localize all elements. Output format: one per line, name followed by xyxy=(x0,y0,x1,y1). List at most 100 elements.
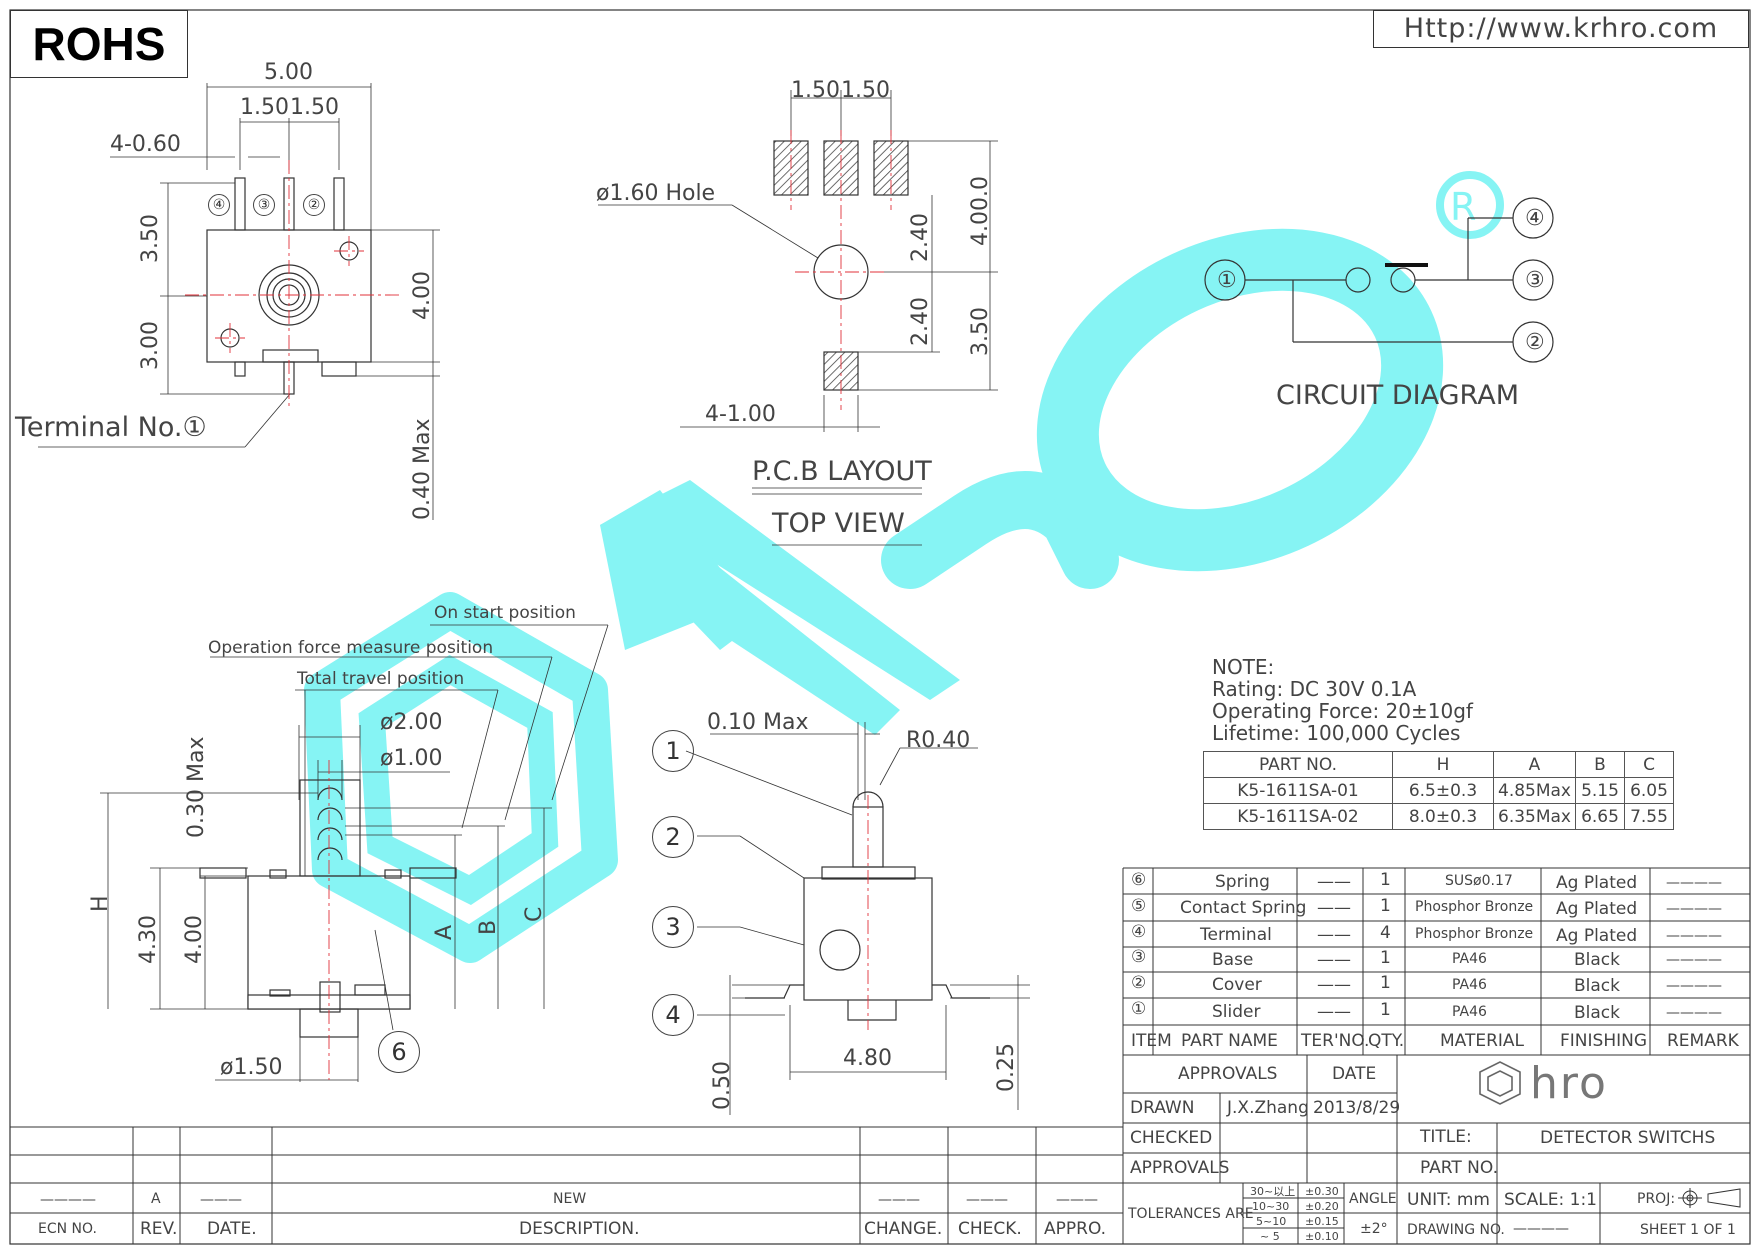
top-view-geometry xyxy=(38,83,440,520)
bom-qty: 4 xyxy=(1380,923,1391,943)
bom-finishing: Black xyxy=(1574,976,1620,996)
dim-max-010: 0.10 Max xyxy=(707,710,809,735)
tol-range: ~ 5 xyxy=(1260,1230,1280,1243)
bom-ter: —— xyxy=(1317,872,1351,892)
bom-finishing: Ag Plated xyxy=(1556,873,1638,893)
dim-d150: ø1.50 xyxy=(220,1055,283,1080)
pcb-dim-upper: 2.40 xyxy=(908,213,933,262)
tol-range: 10~30 xyxy=(1252,1200,1290,1213)
rev-appro-value: ——— xyxy=(1056,1192,1098,1208)
sheet-border xyxy=(9,9,1751,1245)
side-view-geometry xyxy=(100,624,609,1082)
dim-h050: 0.50 xyxy=(710,1061,735,1110)
sheet-label: SHEET 1 OF 1 xyxy=(1640,1222,1736,1238)
callout-1: 1 xyxy=(652,730,694,772)
bom-remark: ———— xyxy=(1666,875,1722,891)
callout-3: 3 xyxy=(652,906,694,948)
pcb-pitch-left: 1.50 xyxy=(791,78,840,103)
rev-header-ecn: ECN NO. xyxy=(38,1221,97,1237)
drawn-label: DRAWN xyxy=(1130,1098,1195,1118)
rev-date-value: ——— xyxy=(200,1192,242,1208)
col-c: C xyxy=(1624,751,1674,778)
bom-name: Spring xyxy=(1215,872,1270,892)
bom-material: PA46 xyxy=(1452,951,1487,967)
cell-a: 6.35Max xyxy=(1493,803,1576,830)
rev-change-value: ——— xyxy=(878,1192,920,1208)
dim-c: C xyxy=(522,906,547,922)
table-grid xyxy=(10,867,1750,1244)
dim-b: B xyxy=(476,919,501,935)
rev-header-check: CHECK. xyxy=(958,1219,1022,1239)
website-url[interactable]: Http://www.krhro.com xyxy=(1373,10,1749,48)
tol-value: ±0.15 xyxy=(1305,1215,1339,1228)
bom-finishing: Black xyxy=(1574,1003,1620,1023)
date-head: DATE xyxy=(1332,1064,1377,1084)
checked-label: CHECKED xyxy=(1130,1128,1213,1148)
dim-w480: 4.80 xyxy=(843,1046,892,1071)
table-row: K5-1611SA-01 6.5±0.3 4.85Max 5.15 6.05 xyxy=(1203,777,1674,804)
dim-pitch-right: 1.50 xyxy=(290,95,339,120)
bom-item: ② xyxy=(1131,973,1147,993)
circuit-node-1: ① xyxy=(1217,268,1237,293)
bom-ter: —— xyxy=(1317,898,1351,918)
tol-value: ±0.20 xyxy=(1305,1200,1339,1213)
label-on-start: On start position xyxy=(434,603,576,623)
dim-height-bottom: 3.00 xyxy=(138,321,163,370)
bom-remark: ———— xyxy=(1666,978,1722,994)
proj-label: PROJ: xyxy=(1637,1191,1676,1207)
rev-header-rev: REV. xyxy=(140,1219,178,1239)
title-label: TITLE: xyxy=(1420,1127,1472,1147)
cell-part-no: K5-1611SA-01 xyxy=(1203,777,1393,804)
dim-r040: R0.40 xyxy=(906,728,971,753)
bom-header-ter-no: TER'NO. xyxy=(1301,1031,1370,1051)
watermark-logo: R xyxy=(304,171,1504,963)
bom-ter: —— xyxy=(1317,1002,1351,1022)
rev-rev-value: A xyxy=(151,1191,161,1207)
bom-name: Slider xyxy=(1212,1002,1261,1022)
bom-material: Phosphor Bronze xyxy=(1415,899,1534,915)
cell-h: 8.0±0.3 xyxy=(1392,803,1494,830)
dim-pitch-left: 1.50 xyxy=(240,95,289,120)
notes-heading: NOTE: xyxy=(1212,655,1275,679)
bom-name: Base xyxy=(1212,950,1254,970)
pcb-pad-width: 4-1.00 xyxy=(705,402,776,427)
bom-qty: 1 xyxy=(1380,948,1391,968)
pin-3-marker: ③ xyxy=(253,194,275,216)
notes-block: NOTE: Rating: DC 30V 0.1A Operating Forc… xyxy=(1212,656,1473,744)
note-rating: Rating: DC 30V 0.1A xyxy=(1212,677,1417,701)
cell-part-no: K5-1611SA-02 xyxy=(1203,803,1393,830)
col-a: A xyxy=(1493,751,1576,778)
callout-item-6: 6 xyxy=(378,1031,420,1073)
bom-material: PA46 xyxy=(1452,977,1487,993)
rev-header-change: CHANGE. xyxy=(864,1219,943,1239)
pcb-subtitle: TOP VIEW xyxy=(772,508,905,539)
dim-h430: 4.30 xyxy=(136,915,161,964)
dim-h: H xyxy=(88,895,113,912)
bom-finishing: Black xyxy=(1574,950,1620,970)
bom-header-material: MATERIAL xyxy=(1440,1031,1525,1051)
title-value: DETECTOR SWITCHS xyxy=(1540,1128,1716,1148)
scale-label: SCALE: 1:1 xyxy=(1504,1190,1597,1210)
pcb-dim-right-top: 4.00.0 xyxy=(968,176,993,246)
tolerances-label: TOLERANCES ARE xyxy=(1128,1206,1254,1222)
bom-header-remark: REMARK xyxy=(1667,1031,1739,1051)
rev-header-appro: APPRO. xyxy=(1044,1219,1107,1239)
part-no-label: PART NO. xyxy=(1420,1158,1498,1178)
circuit-node-2: ② xyxy=(1525,330,1545,355)
bom-material: Phosphor Bronze xyxy=(1415,926,1534,942)
rev-description-value: NEW xyxy=(553,1191,587,1207)
rev-header-date: DATE. xyxy=(207,1219,257,1239)
tol-value: ±0.30 xyxy=(1305,1185,1339,1198)
dim-a: A xyxy=(432,924,457,940)
bom-ter: —— xyxy=(1317,950,1351,970)
bom-qty: 1 xyxy=(1380,870,1391,890)
label-operation-force: Operation force measure position xyxy=(208,638,494,658)
tol-range: 30~以上 xyxy=(1250,1185,1296,1198)
bom-qty: 1 xyxy=(1380,973,1391,993)
angle-value: ±2° xyxy=(1360,1221,1388,1237)
dim-max-030: 0.30 Max xyxy=(184,736,209,838)
pcb-dim-right-bottom: 3.50 xyxy=(968,307,993,356)
cell-b: 6.65 xyxy=(1575,803,1625,830)
